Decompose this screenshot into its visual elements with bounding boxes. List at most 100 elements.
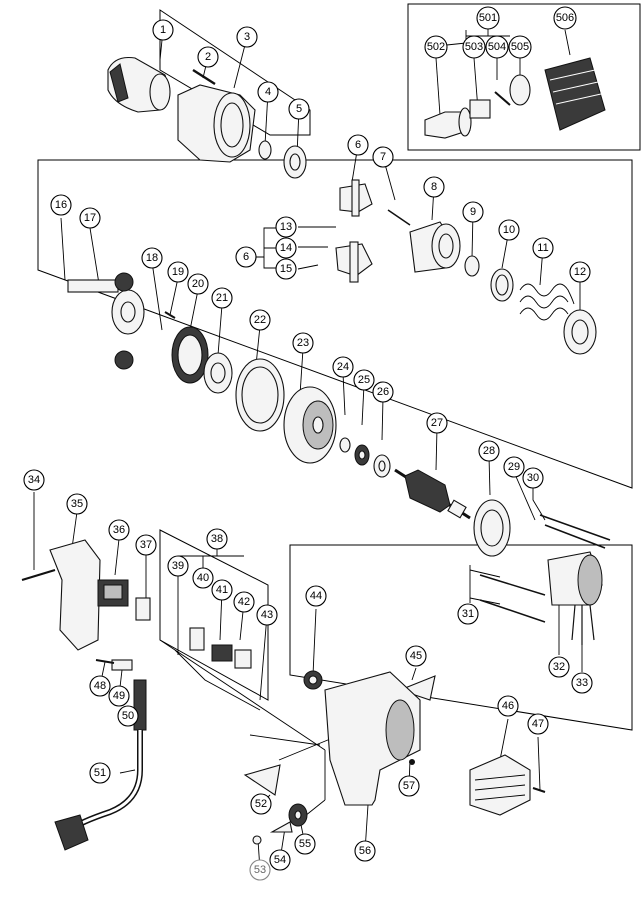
svg-text:21: 21 [216, 292, 228, 304]
part-housing-56 [324, 671, 421, 806]
callout-10: 10 [498, 219, 520, 241]
part-bearing-12 [563, 309, 597, 355]
svg-text:51: 51 [94, 767, 106, 779]
callout-504: 504 [485, 35, 509, 59]
svg-text:54: 54 [274, 854, 286, 866]
svg-text:22: 22 [254, 314, 266, 326]
svg-text:31: 31 [462, 608, 474, 620]
callout-44: 44 [305, 585, 327, 607]
callout-14: 14 [275, 237, 297, 259]
callout-49: 49 [108, 685, 130, 707]
part-spring-54 [269, 821, 293, 833]
callout-2: 2 [197, 46, 219, 68]
svg-text:49: 49 [113, 690, 125, 702]
part-gasket-22 [235, 358, 285, 432]
callout-8: 8 [423, 176, 445, 198]
callout-34: 34 [23, 469, 45, 491]
part-clutch-6a [339, 179, 373, 217]
callout-5: 5 [288, 98, 310, 120]
part-brushes-30 [539, 514, 611, 549]
switch-group-frame [159, 529, 269, 701]
svg-text:10: 10 [503, 224, 515, 236]
callout-28: 28 [478, 440, 500, 462]
callout-42: 42 [233, 591, 255, 613]
svg-text:34: 34 [28, 474, 40, 486]
callout-41: 41 [211, 579, 233, 601]
svg-text:6: 6 [243, 251, 249, 263]
svg-text:32: 32 [553, 661, 565, 673]
part-label-52 [243, 764, 281, 796]
callout-506: 506 [553, 6, 577, 30]
svg-text:9: 9 [470, 206, 476, 218]
callout-55: 55 [294, 833, 316, 855]
part-washer-24 [339, 437, 351, 453]
svg-text:504: 504 [488, 41, 506, 53]
callout-3: 3 [236, 26, 258, 48]
svg-text:19: 19 [172, 266, 184, 278]
gear-motor-group-frame [37, 159, 633, 489]
part-trigger-37 [135, 597, 151, 621]
part-spring-11 [519, 283, 575, 321]
callout-6a: 6 [347, 134, 369, 156]
part-handle-cover-35 [49, 539, 101, 651]
callout-51: 51 [89, 762, 111, 784]
callout-52: 52 [250, 793, 272, 815]
part-gear-cover-46 [469, 754, 531, 816]
svg-text:28: 28 [483, 445, 495, 457]
svg-text:56: 56 [359, 845, 371, 857]
svg-text:43: 43 [261, 609, 273, 621]
callout-40: 40 [192, 567, 214, 589]
callout-45: 45 [405, 645, 427, 667]
part-screw-48 [95, 659, 115, 664]
svg-text:4: 4 [265, 86, 271, 98]
svg-text:12: 12 [574, 266, 586, 278]
callout-18: 18 [141, 247, 163, 269]
svg-text:503: 503 [465, 41, 483, 53]
svg-text:506: 506 [556, 12, 574, 24]
callout-19: 19 [167, 261, 189, 283]
svg-text:25: 25 [358, 374, 370, 386]
part-chuck-cover [107, 56, 171, 113]
svg-text:50: 50 [122, 710, 134, 722]
svg-text:20: 20 [192, 278, 204, 290]
part-stator-32 [547, 551, 603, 606]
part-washer-10 [490, 268, 514, 302]
svg-text:46: 46 [502, 700, 514, 712]
svg-text:41: 41 [216, 584, 228, 596]
part-connector-41 [211, 644, 233, 662]
part-planet-gear-18b [114, 350, 134, 370]
svg-text:8: 8 [431, 181, 437, 193]
part-spindle-17 [67, 279, 145, 335]
svg-text:55: 55 [299, 838, 311, 850]
part-pin-19 [164, 311, 176, 319]
callout-12: 12 [569, 261, 591, 283]
housing-group-frame [289, 544, 633, 731]
svg-text:23: 23 [297, 337, 309, 349]
svg-text:3: 3 [244, 31, 250, 43]
part-bearing-5 [283, 145, 307, 179]
callout-37: 37 [135, 534, 157, 556]
svg-text:505: 505 [511, 41, 529, 53]
callout-31: 31 [457, 603, 479, 625]
part-pin-7 [387, 209, 411, 226]
callout-27: 27 [426, 412, 448, 434]
callout-53: 53 [249, 859, 271, 881]
callout-38: 38 [206, 528, 228, 550]
callout-501: 501 [476, 6, 500, 30]
part-screw-2 [192, 68, 216, 86]
callout-57: 57 [398, 775, 420, 797]
part-label-42 [234, 649, 252, 669]
callout-11: 11 [532, 237, 554, 259]
part-bearing-21 [203, 352, 233, 394]
svg-text:45: 45 [410, 650, 422, 662]
svg-text:48: 48 [94, 680, 106, 692]
svg-text:53: 53 [254, 864, 266, 876]
svg-text:37: 37 [140, 539, 152, 551]
callout-505: 505 [508, 35, 532, 59]
part-switch-36 [97, 579, 129, 607]
callout-503: 503 [462, 35, 486, 59]
callout-24: 24 [332, 356, 354, 378]
callout-9: 9 [462, 201, 484, 223]
svg-text:2: 2 [205, 51, 211, 63]
